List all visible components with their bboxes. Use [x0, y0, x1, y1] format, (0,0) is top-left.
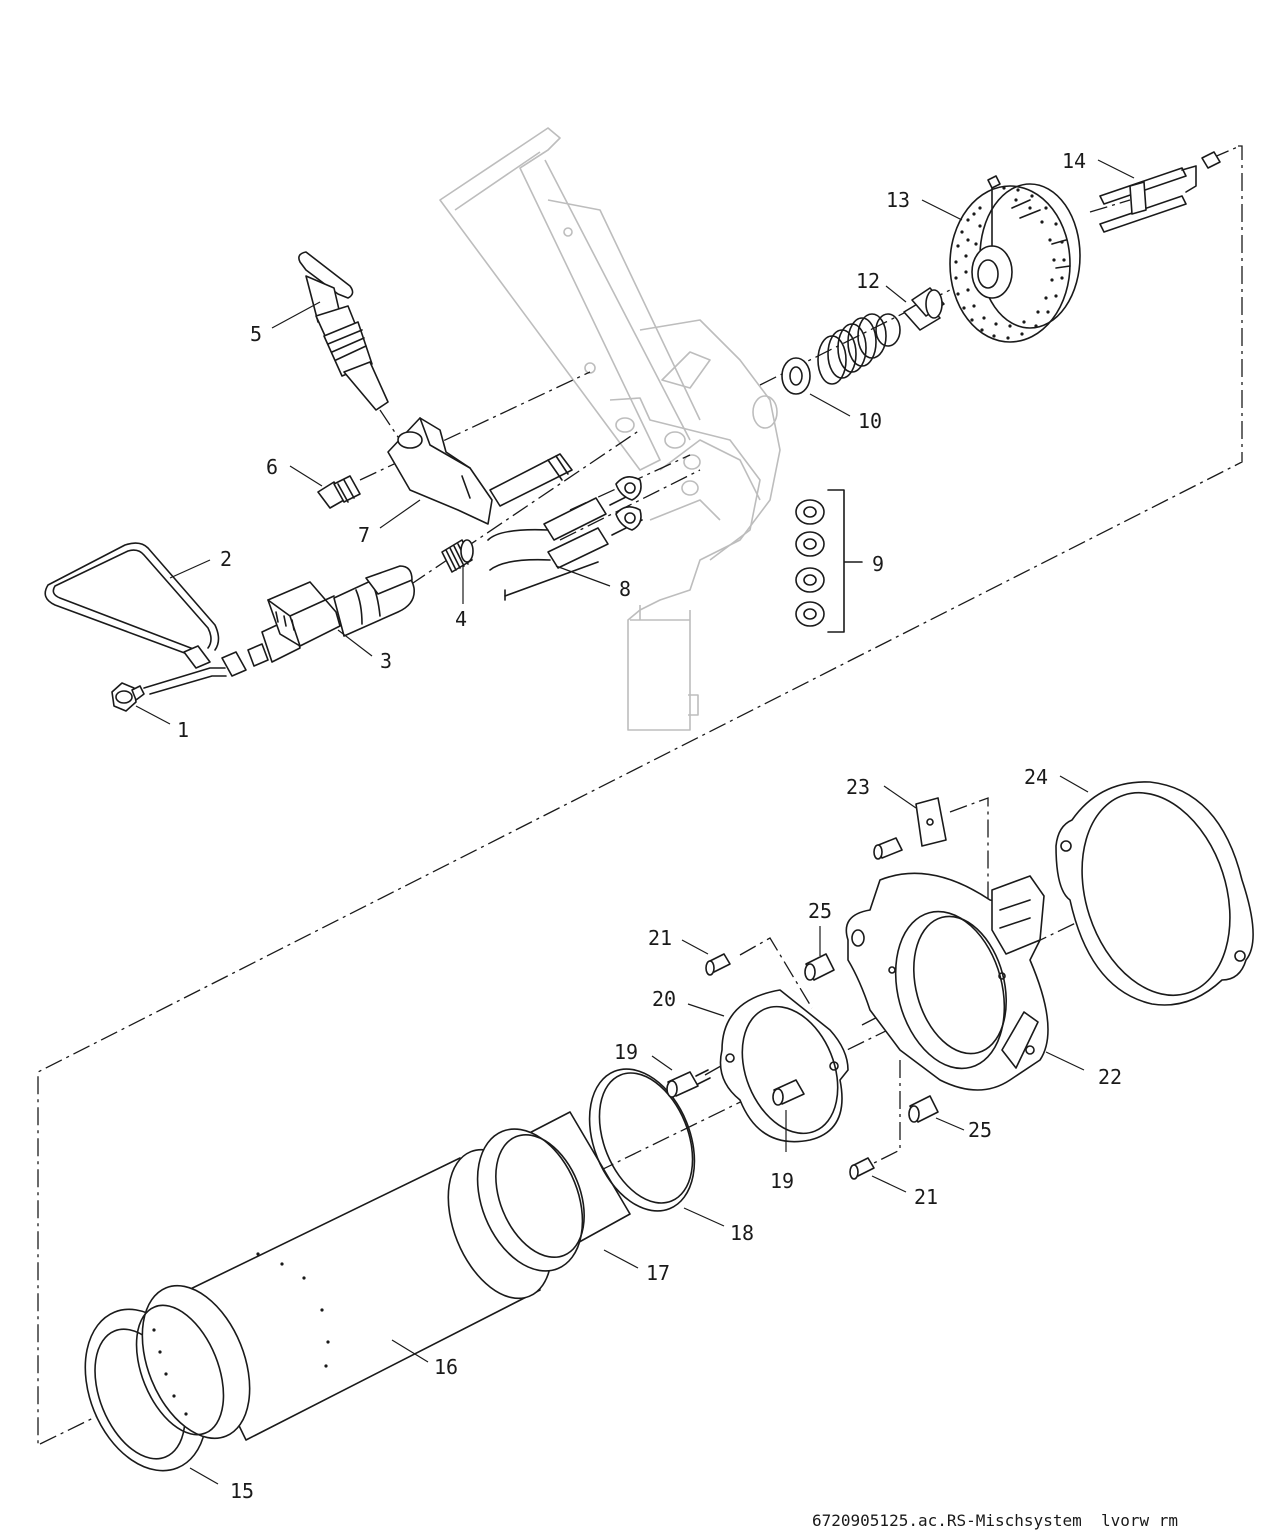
- part-13-baffle-disc: [949, 175, 1081, 343]
- drawing-reference: 6720905125.ac.RS-Mischsystem lvorw rm: [812, 1511, 1178, 1530]
- callout-3: 3: [380, 649, 392, 673]
- part-22-mounting-flange: [845, 872, 1049, 1091]
- callout-23: 23: [846, 775, 870, 799]
- callout-25-lower: 25: [968, 1118, 992, 1142]
- part-19-screw-right: [772, 1079, 805, 1106]
- part-14-ignition-electrodes: [1099, 151, 1221, 233]
- part-17-sleeve: [476, 1111, 631, 1272]
- part-6-nipple: [317, 475, 361, 509]
- part-21-screw-upper: [705, 953, 731, 976]
- part-7-bracket: [387, 417, 573, 525]
- part-1-fitting: [111, 682, 145, 712]
- part-8-ignition-cables: [487, 476, 643, 601]
- callout-1: 1: [177, 718, 189, 742]
- callout-7: 7: [358, 523, 370, 547]
- callout-15: 15: [230, 1479, 254, 1503]
- callout-labels: 1 2 3 4 5 6 7 8 9 10 12 13 14 15 16 17 1…: [177, 149, 1122, 1503]
- callout-10: 10: [858, 409, 882, 433]
- part-18-seal-ring: [588, 1068, 696, 1212]
- callout-12: 12: [856, 269, 880, 293]
- callout-21-lower: 21: [914, 1185, 938, 1209]
- burner-housing-ghost: [439, 127, 781, 731]
- part-25-screw-upper: [804, 953, 835, 981]
- callout-19-upper: 19: [614, 1040, 638, 1064]
- callout-19-lower: 19: [770, 1169, 794, 1193]
- part-5-nozzle: [298, 251, 389, 411]
- callout-20: 20: [652, 987, 676, 1011]
- part-12-nozzle-fitting: [903, 287, 945, 331]
- part-21-screw-lower: [849, 1157, 875, 1180]
- part-21-screw-clip: [873, 837, 903, 860]
- part-4-insert: [441, 539, 474, 573]
- part-25-screw-lower: [908, 1095, 939, 1123]
- part-2-oil-line: [44, 542, 247, 695]
- callout-13: 13: [886, 188, 910, 212]
- callout-16: 16: [434, 1355, 458, 1379]
- callout-24: 24: [1024, 765, 1048, 789]
- callout-2: 2: [220, 547, 232, 571]
- callout-5: 5: [250, 322, 262, 346]
- callout-6: 6: [266, 455, 278, 479]
- part-9-grommets: [795, 489, 863, 633]
- part-19-screw-left: [666, 1069, 711, 1098]
- callout-17: 17: [646, 1261, 670, 1285]
- part-10-washer-spring: [781, 313, 901, 395]
- part-24-gasket: [1055, 781, 1254, 1006]
- leader-lines: [135, 159, 1135, 1485]
- callout-18: 18: [730, 1221, 754, 1245]
- part-20-flange-plate: [719, 989, 849, 1143]
- part-3-solenoid-valve: [247, 565, 415, 667]
- callout-4: 4: [455, 607, 467, 631]
- callout-25-upper: 25: [808, 899, 832, 923]
- callout-22: 22: [1098, 1065, 1122, 1089]
- callout-9: 9: [872, 552, 884, 576]
- assembly-axis-lines: [37, 145, 1243, 1446]
- part-23-clip: [915, 797, 947, 847]
- callout-8: 8: [619, 577, 631, 601]
- baffle-perforations: [954, 186, 1066, 340]
- callout-21-upper: 21: [648, 926, 672, 950]
- callout-14: 14: [1062, 149, 1086, 173]
